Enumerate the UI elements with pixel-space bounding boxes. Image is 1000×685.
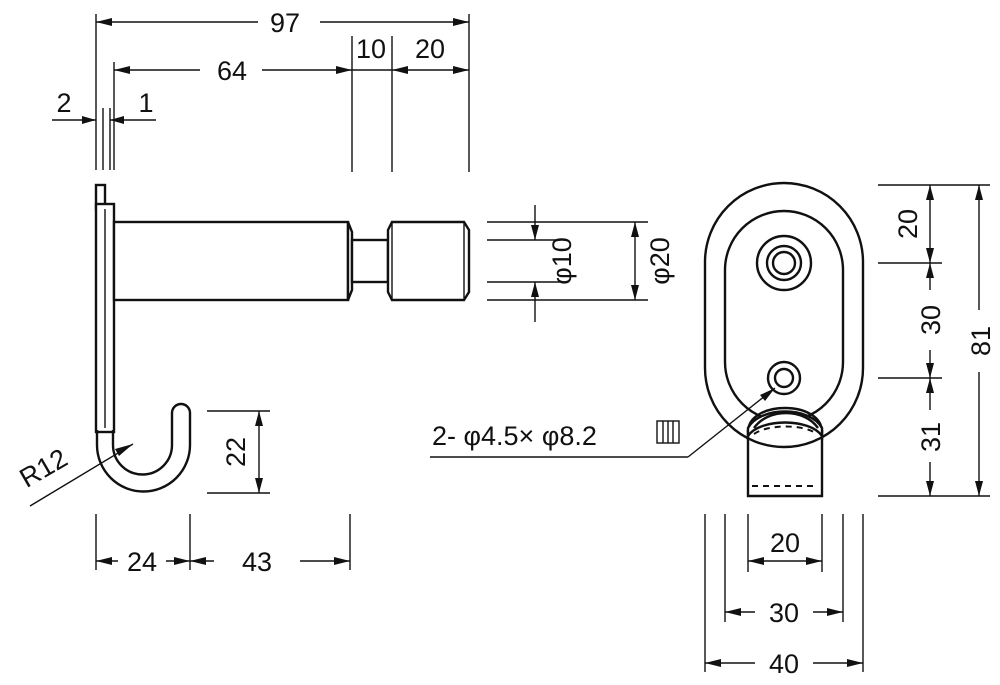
- dim-64-10-20: 64 10 20: [113, 34, 469, 172]
- dim-r12: R12: [15, 443, 134, 507]
- label-lower-width: 30: [769, 598, 799, 628]
- label-offset: 1: [138, 88, 153, 118]
- label-neck-length: 10: [356, 34, 386, 64]
- front-view: 2- φ4.5× φ8.2: [430, 181, 996, 679]
- dim-front-vertical: 20 30 31 81: [878, 184, 996, 497]
- mounting-plate: [94, 183, 116, 434]
- dim-24-43: 24 43: [95, 514, 351, 577]
- label-top-offset: 20: [893, 209, 923, 239]
- label-total-height: 81: [966, 326, 996, 356]
- label-tip-length: 20: [415, 34, 445, 64]
- shaft: [112, 220, 471, 302]
- label-bottom-offset: 31: [916, 422, 946, 452]
- label-hole-callout: 2- φ4.5× φ8.2: [432, 421, 597, 451]
- countersunk-hole-lower: [766, 360, 802, 396]
- dim-22: 22: [207, 410, 270, 494]
- front-plate: [703, 181, 865, 449]
- label-plate-thickness: 2: [56, 88, 71, 118]
- label-hook-tab-width: 20: [770, 528, 800, 558]
- dim-2-1: 2 1: [52, 88, 156, 170]
- label-hook-height: 22: [221, 437, 251, 467]
- counterbore-symbol: [656, 420, 680, 444]
- dim-front-horizontal: 20 30 40: [704, 514, 864, 679]
- dim-97: 97: [95, 8, 470, 172]
- label-hook-width: 24: [127, 547, 157, 577]
- side-view: 97 64 10 20 2 1: [15, 8, 675, 577]
- label-neck-diameter: φ10: [547, 237, 577, 285]
- hole-callout: 2- φ4.5× φ8.2: [430, 387, 776, 458]
- label-hole-spacing: 30: [916, 305, 946, 335]
- label-overall-length: 97: [270, 8, 300, 38]
- label-hook-to-shaft: 43: [242, 547, 272, 577]
- label-shaft-length: 64: [217, 56, 247, 86]
- countersunk-hole-upper: [755, 234, 813, 292]
- label-plate-width: 40: [769, 649, 799, 679]
- label-tip-diameter: φ20: [645, 237, 675, 285]
- dim-diameters: φ10 φ20: [487, 205, 675, 322]
